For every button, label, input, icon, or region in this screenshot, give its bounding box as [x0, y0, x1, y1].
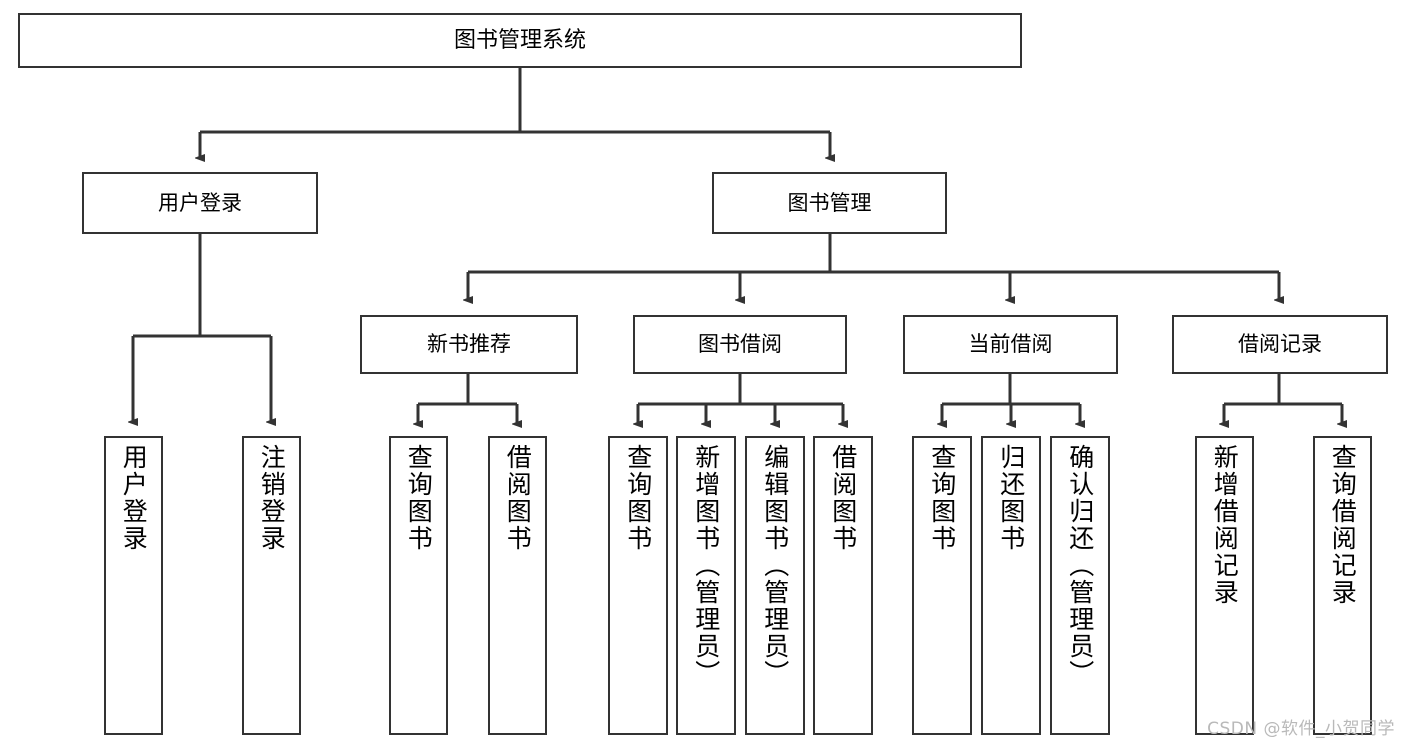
node-borrow-record-label: 借阅记录 [1238, 332, 1322, 357]
node-leaf-borrow-book-1[interactable]: 借阅图书 [488, 436, 547, 735]
node-user-login-label: 用户登录 [158, 190, 242, 215]
node-leaf-add-record-label: 新增借阅记录 [1210, 444, 1240, 606]
node-leaf-query-book-2-label: 查询图书 [623, 444, 653, 552]
node-leaf-borrow-book-2-label: 借阅图书 [828, 444, 858, 552]
node-leaf-user-logout[interactable]: 注销登录 [242, 436, 301, 735]
node-leaf-query-record-label: 查询借阅记录 [1328, 444, 1358, 606]
node-leaf-add-book-label: 新增图书（管理员） [691, 444, 721, 687]
node-leaf-query-book-1[interactable]: 查询图书 [389, 436, 448, 735]
node-leaf-query-record[interactable]: 查询借阅记录 [1313, 436, 1372, 735]
node-leaf-return-book-label: 归还图书 [996, 444, 1026, 552]
node-book-manage[interactable]: 图书管理 [712, 172, 947, 234]
node-leaf-query-book-1-label: 查询图书 [404, 444, 434, 552]
node-leaf-user-logout-label: 注销登录 [257, 444, 287, 552]
node-leaf-edit-book[interactable]: 编辑图书（管理员） [745, 436, 805, 735]
node-leaf-confirm-return[interactable]: 确认归还（管理员） [1050, 436, 1110, 735]
node-current-borrow-label: 当前借阅 [968, 332, 1053, 357]
node-root-label: 图书管理系统 [453, 27, 586, 53]
node-leaf-return-book[interactable]: 归还图书 [981, 436, 1041, 735]
watermark-text: CSDN @软件_小贺同学 [1207, 719, 1395, 739]
node-leaf-query-book-3-label: 查询图书 [927, 444, 957, 552]
node-leaf-query-book-2[interactable]: 查询图书 [608, 436, 668, 735]
node-current-borrow[interactable]: 当前借阅 [903, 315, 1118, 374]
node-leaf-borrow-book-1-label: 借阅图书 [503, 444, 533, 552]
node-new-book-recommend[interactable]: 新书推荐 [360, 315, 578, 374]
node-borrow-record[interactable]: 借阅记录 [1172, 315, 1388, 374]
node-book-manage-label: 图书管理 [787, 190, 872, 215]
node-leaf-user-login-label: 用户登录 [119, 444, 149, 552]
node-root-system[interactable]: 图书管理系统 [18, 13, 1022, 68]
node-leaf-add-book[interactable]: 新增图书（管理员） [676, 436, 736, 735]
node-leaf-query-book-3[interactable]: 查询图书 [912, 436, 972, 735]
node-leaf-user-login[interactable]: 用户登录 [104, 436, 163, 735]
node-leaf-borrow-book-2[interactable]: 借阅图书 [813, 436, 873, 735]
node-leaf-add-record[interactable]: 新增借阅记录 [1195, 436, 1254, 735]
node-user-login[interactable]: 用户登录 [82, 172, 318, 234]
node-book-borrow-label: 图书借阅 [698, 332, 782, 357]
node-leaf-edit-book-label: 编辑图书（管理员） [760, 444, 790, 687]
node-new-book-recommend-label: 新书推荐 [427, 332, 511, 357]
node-leaf-confirm-return-label: 确认归还（管理员） [1065, 444, 1095, 687]
node-book-borrow[interactable]: 图书借阅 [633, 315, 847, 374]
